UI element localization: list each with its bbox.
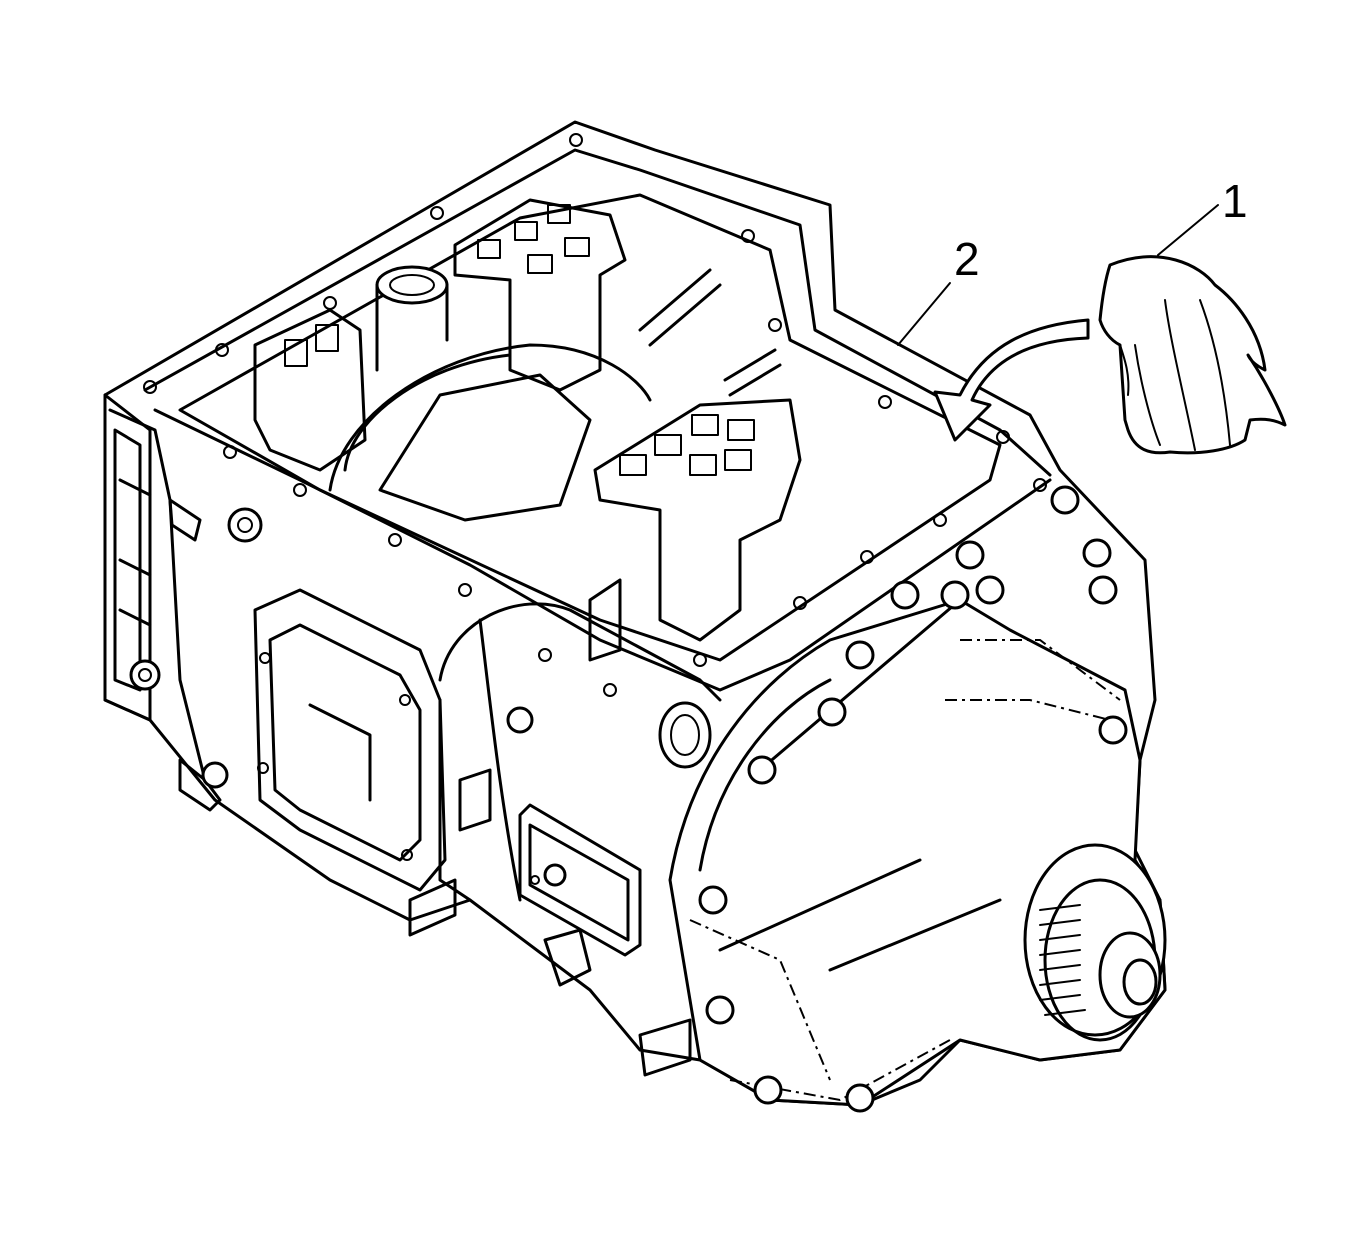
callout-number-2: 2 [954, 233, 980, 285]
extension-bolts [698, 485, 1128, 1113]
pto-opening [253, 588, 447, 892]
shop-towel [1098, 255, 1287, 455]
rail-bolt-holes [143, 133, 1047, 697]
leader-line-1 [1157, 204, 1219, 256]
leader-line-2 [897, 282, 951, 346]
case-lower-body [408, 602, 722, 937]
callout-number-1: 1 [1222, 175, 1248, 227]
internal-ribs [253, 198, 802, 662]
callout-leaders [897, 204, 1219, 346]
install-arrow [933, 318, 1090, 442]
output-shaft-splines [1039, 904, 1086, 1016]
extension-housing [638, 485, 1167, 1113]
front-housing [103, 393, 263, 812]
